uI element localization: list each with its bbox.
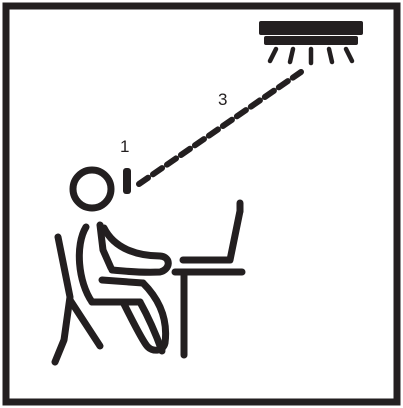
laptop	[183, 211, 240, 260]
label-one: 1	[120, 137, 129, 156]
sensor-icon	[123, 168, 131, 194]
label-three: 3	[218, 90, 227, 109]
ac-unit-vent	[264, 36, 358, 45]
person-torso	[79, 227, 92, 302]
person-at-laptop-icon	[55, 170, 242, 362]
ac-airflow-lines	[270, 49, 352, 63]
dashed-signal-line	[139, 72, 301, 184]
ac-unit-body	[259, 21, 363, 35]
person-head	[73, 170, 111, 208]
air-conditioner-icon	[259, 21, 363, 63]
person-thigh-top	[102, 280, 143, 283]
